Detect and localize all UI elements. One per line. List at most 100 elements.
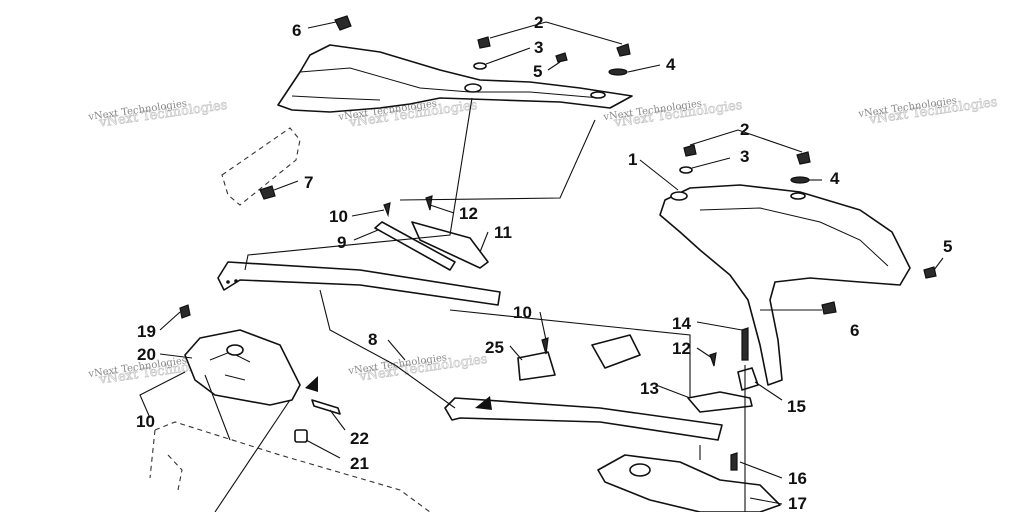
- leader-9: [353, 229, 379, 241]
- leader-20: [159, 353, 193, 359]
- leader-12-lower: [696, 347, 713, 359]
- bolt-16: [730, 452, 738, 471]
- callout-8: 8: [368, 330, 377, 349]
- callout-15: 15: [787, 397, 806, 416]
- pin-10: [383, 202, 391, 218]
- callout-2-right: 2: [740, 120, 749, 139]
- assembly-line: [214, 399, 291, 512]
- leader-3: [485, 47, 531, 65]
- callout-12-lower: 12: [672, 339, 691, 358]
- dashed-bracket-outline: [221, 127, 301, 206]
- callout-6: 6: [292, 21, 301, 40]
- leader-10-lower: [539, 311, 547, 341]
- right-panel-crease: [699, 207, 889, 267]
- upper-panel-crease: [299, 67, 601, 99]
- nut-21: [294, 429, 308, 443]
- right-panel-body: [659, 184, 911, 386]
- bolt-2-right: [796, 151, 811, 165]
- callout-5: 5: [533, 62, 542, 81]
- left-bracket-assembly: [184, 329, 341, 443]
- upper-panel-hole: [590, 91, 606, 99]
- callout-11: 11: [494, 223, 512, 242]
- callout-6-right: 6: [850, 321, 859, 340]
- washer-3: [473, 62, 487, 70]
- leader-2: [489, 21, 623, 45]
- leader-7: [273, 180, 299, 191]
- leader-4: [627, 64, 661, 73]
- assembly-line: [204, 374, 231, 441]
- leader-1: [639, 159, 679, 191]
- bracket-17: [597, 454, 781, 512]
- callout-4: 4: [666, 55, 676, 74]
- bracket-20: [184, 329, 301, 406]
- orientation-arrow: [305, 376, 318, 392]
- right-side-panel: [659, 184, 911, 386]
- callout-21: 21: [350, 454, 369, 473]
- callout-22: 22: [350, 429, 369, 448]
- reference-outlines: [149, 127, 431, 512]
- callout-13: 13: [640, 379, 659, 398]
- leader-14: [696, 321, 743, 331]
- leader-5: [547, 61, 561, 71]
- leader-6: [307, 21, 337, 29]
- bumper-block-25: [517, 351, 556, 381]
- leader-15: [754, 381, 783, 401]
- callout-10-lower: 10: [513, 303, 532, 322]
- assembly-line: [399, 119, 596, 201]
- bolt-2: [616, 43, 631, 57]
- assembly-line: [449, 309, 691, 398]
- callout-4-right: 4: [830, 169, 840, 188]
- callout-25: 25: [485, 338, 504, 357]
- leader-17: [749, 497, 783, 505]
- leader-21: [305, 439, 341, 459]
- leader-12: [429, 204, 455, 214]
- lower-rail-body: [444, 397, 723, 441]
- right-panel-hole: [790, 192, 806, 200]
- leader-lines: [139, 21, 944, 512]
- leader-8: [387, 339, 406, 361]
- upper-panel-body: [277, 44, 633, 113]
- small-clip-bracket: [591, 334, 641, 369]
- leader-2-right: [689, 129, 803, 153]
- callout-10: 10: [329, 207, 348, 226]
- leader-19: [159, 311, 181, 331]
- dashed-frame-outline: [149, 421, 431, 512]
- callout-10-left: 10: [136, 412, 155, 431]
- callout-17: 17: [788, 494, 807, 512]
- callout-labels: 6 2 3 5 4 1 2 3 4 7 10 12 9 11 5 6 10 14…: [136, 13, 952, 512]
- callout-20: 20: [137, 345, 156, 364]
- callout-16: 16: [788, 469, 807, 488]
- bolt-2-right: [683, 144, 697, 157]
- stiffener-bar: [374, 221, 456, 271]
- callout-12: 12: [459, 204, 478, 223]
- callout-2: 2: [534, 13, 543, 32]
- callout-1: 1: [628, 150, 637, 169]
- callout-14: 14: [672, 314, 691, 333]
- nut-6-right: [821, 301, 837, 315]
- right-panel-hole: [670, 191, 688, 201]
- screw-5-right: [923, 266, 937, 279]
- bracket-13: [687, 391, 753, 413]
- leader-22: [329, 409, 346, 431]
- pin-12-lower: [709, 352, 717, 367]
- pin-12: [425, 195, 433, 211]
- screw-5: [555, 52, 568, 63]
- callout-9: 9: [337, 233, 346, 252]
- callout-5-right: 5: [943, 237, 952, 256]
- bracket-17-hole: [629, 463, 651, 477]
- leader-11: [479, 231, 489, 253]
- clip-4: [608, 68, 628, 76]
- bolt-19: [179, 304, 191, 319]
- bracket-hole: [226, 344, 244, 356]
- leader-3-right: [691, 157, 731, 169]
- leader-25: [509, 345, 523, 361]
- washer-3-right: [679, 166, 693, 174]
- nut-6-top: [334, 15, 352, 31]
- leader-10-left: [139, 371, 186, 419]
- rail-hole: [234, 279, 238, 283]
- rail-hole: [226, 280, 230, 284]
- upper-side-panel: [277, 44, 633, 113]
- clip-4-right: [790, 176, 810, 184]
- mount-bracket-11: [411, 221, 489, 269]
